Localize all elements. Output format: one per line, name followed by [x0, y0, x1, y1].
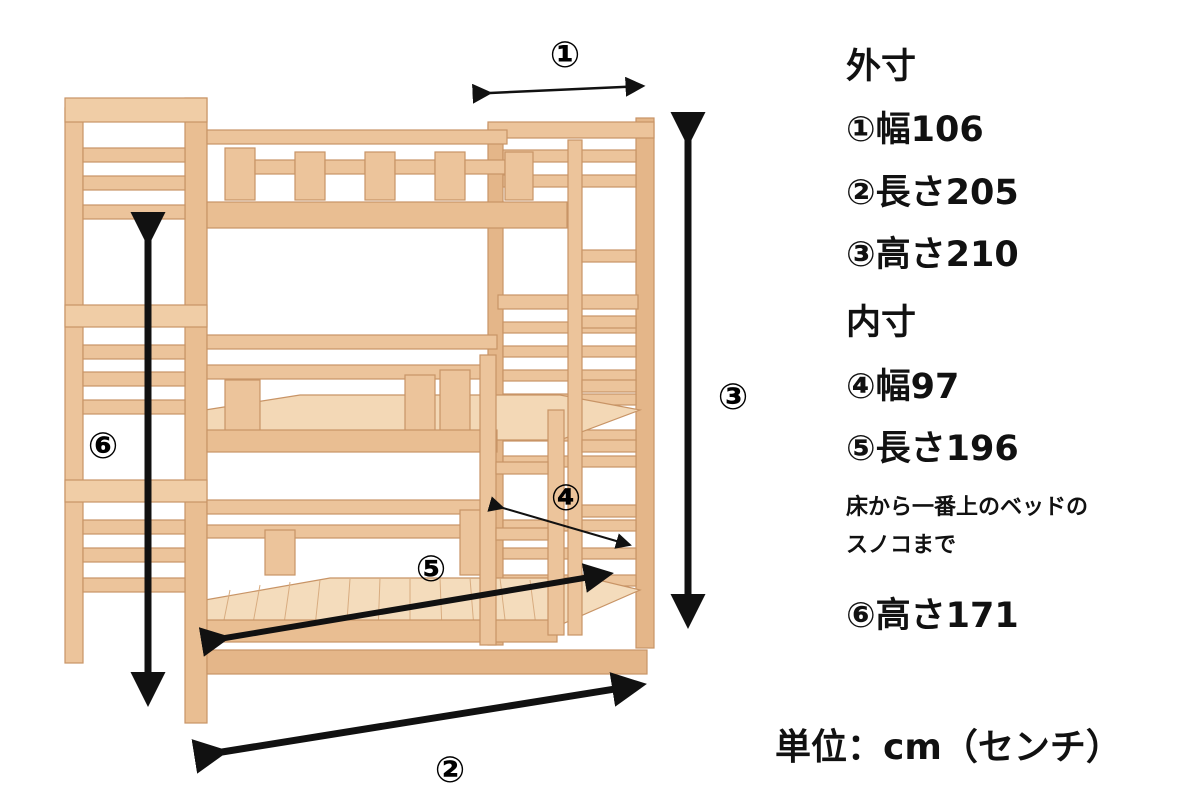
- floor-note-line2: スノコまで: [846, 533, 957, 558]
- inner-width-label: ④幅97: [846, 367, 960, 407]
- arrow-4-inner-width: [487, 496, 632, 549]
- arrow-2-outer-length: [191, 672, 647, 774]
- outer-height-label: ③高さ210: [846, 235, 1019, 275]
- triple-bunk-bed-illustration: [64, 97, 655, 724]
- arrow-5-inner-length: [198, 563, 614, 657]
- dimension-arrows: [130, 76, 706, 774]
- marker-3: ③: [718, 377, 748, 418]
- marker-2: ②: [435, 750, 465, 791]
- marker-4: ④: [551, 478, 581, 519]
- inner-dimensions-heading: 内寸: [846, 303, 917, 343]
- outer-width-label: ①幅106: [846, 110, 984, 150]
- marker-5: ⑤: [416, 549, 446, 590]
- arrow-1-outer-width: [472, 76, 646, 104]
- top-slat-height-label: ⑥高さ171: [846, 596, 1019, 636]
- marker-6: ⑥: [88, 426, 118, 467]
- inner-length-label: ⑤長さ196: [846, 429, 1019, 469]
- unit-label: 単位：cm（センチ）: [775, 727, 1122, 768]
- outer-dimensions-heading: 外寸: [846, 47, 917, 87]
- marker-1: ①: [550, 35, 580, 76]
- floor-note-line1: 床から一番上のベッドの: [846, 495, 1089, 520]
- bunk-bed-diagram: ① ③ ⑥ ④ ⑤ ②: [64, 35, 748, 791]
- outer-length-label: ②長さ205: [846, 173, 1019, 213]
